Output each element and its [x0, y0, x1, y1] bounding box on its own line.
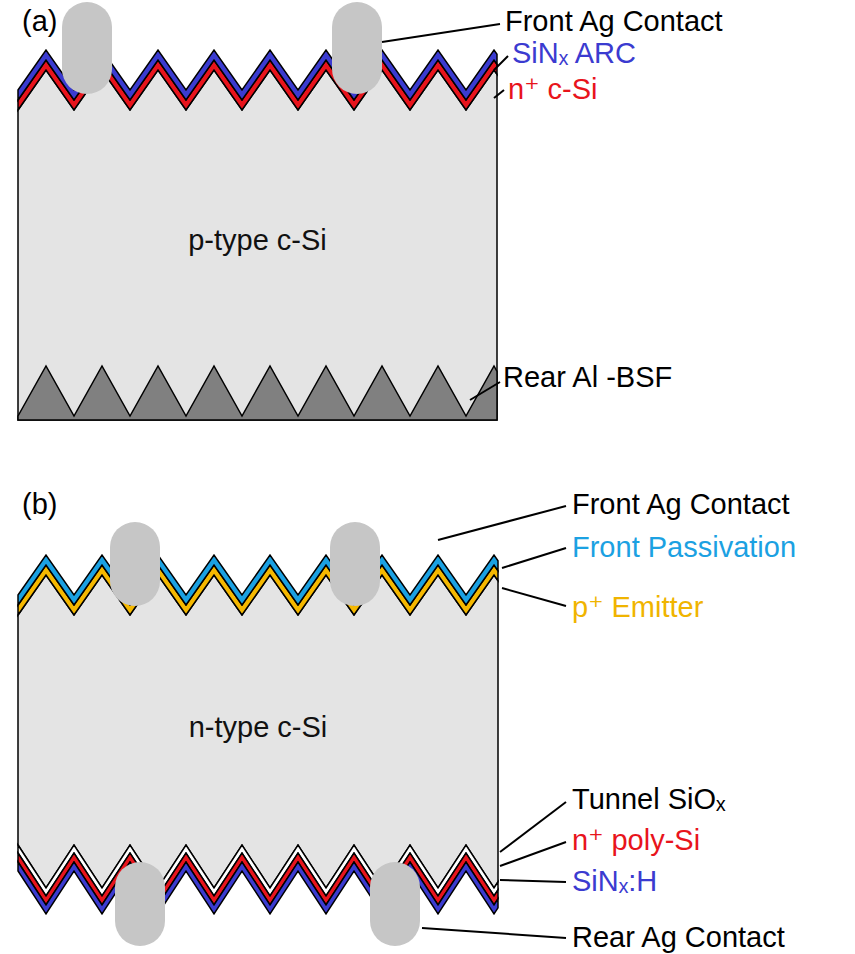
sinx-h-layer	[18, 862, 498, 914]
layer-label: n⁺ c-Si	[508, 74, 597, 106]
ag-contact	[115, 862, 165, 946]
leader-line	[470, 382, 500, 400]
layer-label: n⁺ poly-Si	[572, 825, 700, 857]
region-label: n-type c-Si	[189, 711, 328, 744]
leader-line	[494, 56, 508, 70]
ag-contact	[332, 2, 382, 94]
layer-label: Rear Al -BSF	[503, 362, 672, 394]
n-plus-poly-layer	[18, 853, 498, 905]
panel-letter: (a)	[22, 6, 57, 38]
layer-label: SiNₓ:H	[572, 866, 657, 898]
layer-label: Front Passivation	[572, 532, 796, 564]
region-label: p-type c-Si	[188, 224, 327, 257]
bulk-region: p-type c-Si	[18, 130, 497, 350]
layer-label: Front Ag Contact	[505, 6, 723, 38]
layer-label: Rear Ag Contact	[572, 922, 785, 954]
leader-lines	[382, 24, 566, 938]
al-bsf-layer	[18, 366, 497, 420]
layer-shapes	[18, 2, 498, 946]
ag-contact	[330, 522, 380, 606]
leader-line	[422, 928, 566, 938]
bulk-region: n-type c-Si	[18, 625, 498, 830]
ag-contact	[62, 2, 112, 94]
front-passivation-layer	[18, 555, 498, 605]
leader-line	[500, 842, 566, 866]
leader-line	[500, 802, 566, 852]
leader-line	[500, 880, 566, 882]
leader-line	[502, 588, 566, 606]
layer-label: SiNₓ ARC	[512, 38, 636, 70]
p-type-bulk	[18, 70, 497, 420]
leader-line	[502, 548, 566, 568]
leader-line	[494, 90, 504, 98]
ag-contact	[110, 522, 160, 606]
leader-line	[438, 506, 566, 540]
layer-label: Front Ag Contact	[572, 489, 790, 521]
panel-letter: (b)	[22, 489, 57, 521]
ag-contact	[370, 862, 420, 946]
leader-line	[382, 24, 500, 42]
layer-label: Tunnel SiOₓ	[572, 784, 726, 816]
layer-label: p⁺ Emitter	[572, 592, 703, 624]
n-type-bulk	[18, 575, 498, 888]
